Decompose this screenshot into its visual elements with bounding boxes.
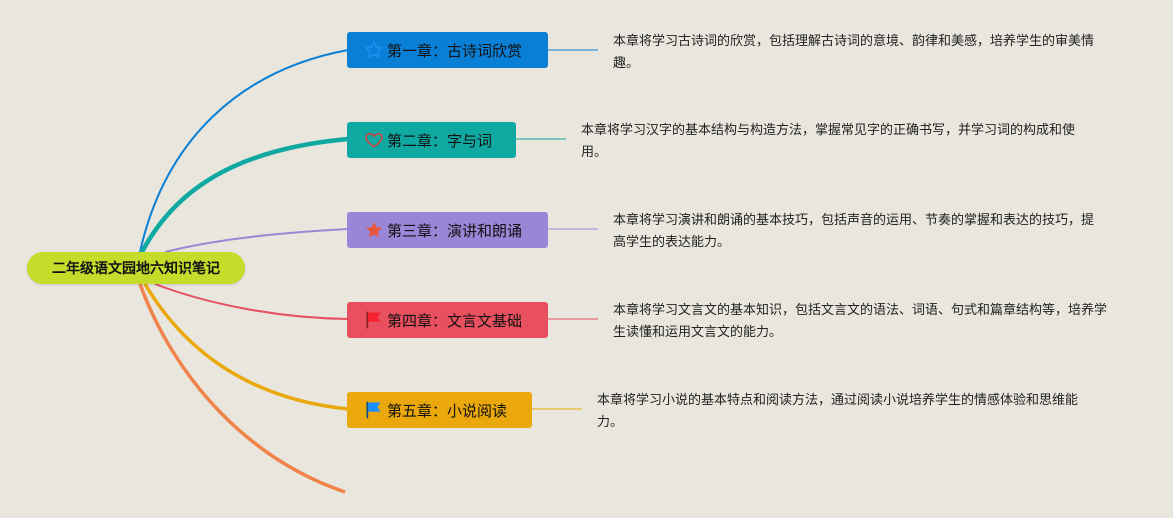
blue-flag-icon: [363, 399, 385, 421]
branch-desc-5: 本章将学习小说的基本特点和阅读方法，通过阅读小说培养学生的情感体验和思维能力。: [597, 393, 1079, 430]
branch-label-3: 第三章：演讲和朗诵: [387, 221, 523, 240]
branch-desc-3: 本章将学习演讲和朗诵的基本技巧，包括声音的运用、节奏的掌握和表达的技巧，提高学生…: [613, 213, 1095, 250]
red-flag-icon: [363, 309, 385, 331]
star-outline-icon: [363, 39, 385, 61]
branch-label-4: 第四章：文言文基础: [387, 311, 523, 330]
branch-desc-1: 本章将学习古诗词的欣赏，包括理解古诗词的意境、韵律和美感，培养学生的审美情趣。: [613, 34, 1095, 71]
branch-label-2: 第二章：字与词: [387, 131, 493, 150]
root-topic[interactable]: 二年级语文园地六知识笔记: [27, 252, 245, 284]
branch-line-1: [139, 49, 349, 253]
branch-line-5: [143, 283, 349, 411]
branch-line-extra: [138, 283, 346, 494]
branch-node-4[interactable]: 第四章：文言文基础: [347, 302, 548, 338]
branch-desc-4: 本章将学习文言文的基本知识，包括文言文的语法、词语、句式和篇章结构等，培养学生读…: [613, 303, 1108, 340]
star-filled-icon: [363, 219, 385, 241]
branch-line-4: [154, 283, 349, 320]
branch-node-1[interactable]: 第一章：古诗词欣赏: [347, 32, 548, 68]
heart-outline-icon: [363, 129, 385, 151]
branch-line-3: [164, 228, 349, 253]
branch-node-2[interactable]: 第二章：字与词: [347, 122, 516, 158]
branch-line-2: [140, 136, 349, 254]
branch-node-5[interactable]: 第五章：小说阅读: [347, 392, 532, 428]
branch-label-1: 第一章：古诗词欣赏: [387, 41, 523, 60]
branch-desc-2: 本章将学习汉字的基本结构与构造方法，掌握常见字的正确书写，并学习词的构成和使用。: [581, 123, 1076, 160]
branch-node-3[interactable]: 第三章：演讲和朗诵: [347, 212, 548, 248]
branch-label-5: 第五章：小说阅读: [387, 401, 508, 420]
